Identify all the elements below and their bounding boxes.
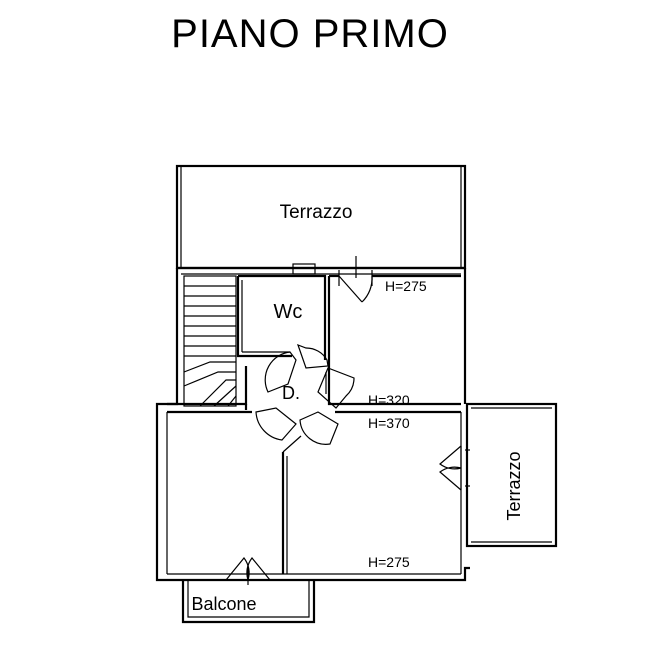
hall-door-swings [255,343,355,445]
balcony-door [225,557,271,585]
right-door [439,445,470,491]
label-disimpegno: D. [282,383,300,403]
hall-walls [167,366,461,574]
room-upper-right [327,256,461,406]
height-upper-right: H=275 [385,278,427,294]
height-lower-right: H=275 [368,554,410,570]
terrace-right [465,402,558,548]
label-terrazzo-top: Terrazzo [280,202,353,223]
label-wc: Wc [274,301,303,323]
staircase [183,275,237,407]
height-center-lower: H=370 [368,415,410,431]
balcony [181,580,316,624]
height-center-upper: H=320 [368,392,410,408]
label-terrazzo-right: Terrazzo [504,451,524,520]
room-wc [236,263,327,360]
label-balcone: Balcone [191,594,256,614]
building-outline [155,266,470,582]
page-title: PIANO PRIMO [171,12,449,56]
